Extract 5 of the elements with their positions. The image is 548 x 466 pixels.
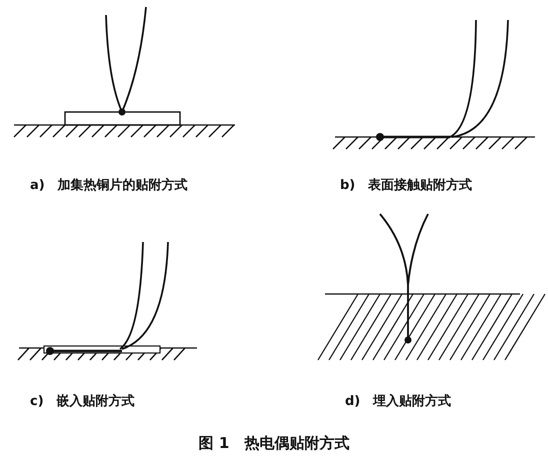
panel-caption: b) 表面接触贴附方式 [340,176,472,194]
panel-caption: a) 加集热铜片的贴附方式 [30,176,188,194]
figure-caption: 图 1 热电偶贴附方式 [198,434,350,453]
panel-caption: c) 嵌入贴附方式 [30,392,135,410]
panel-caption: d) 埋入贴附方式 [345,392,452,410]
